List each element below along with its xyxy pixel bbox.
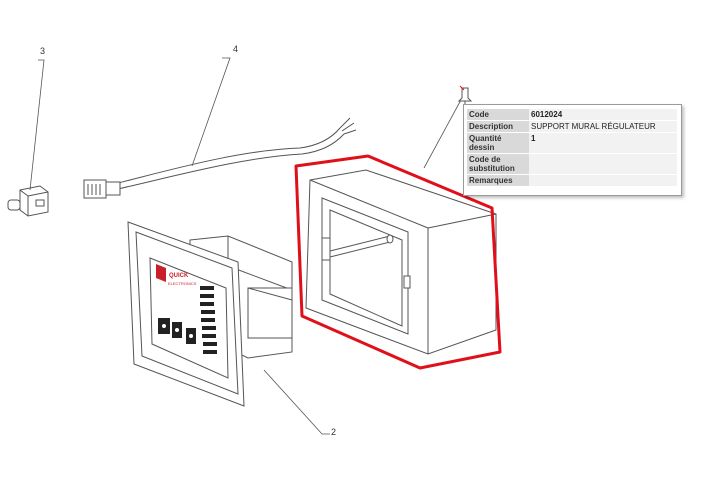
info-row-description: Description SUPPORT MURAL RÉGULATEUR xyxy=(467,120,677,133)
info-value xyxy=(529,174,677,186)
part-3-connector[interactable] xyxy=(7,185,49,217)
info-value: 6012024 xyxy=(529,108,677,121)
part-info-tooltip: Code 6012024 Description SUPPORT MURAL R… xyxy=(463,104,682,196)
device-brand-line1: QUICK xyxy=(169,273,189,279)
callout-label-3: 3 xyxy=(40,46,46,56)
info-value xyxy=(529,153,677,175)
info-row-substitution-code: Code de substitution xyxy=(467,153,677,175)
info-key: Code xyxy=(467,108,529,121)
info-row-quantity: Quantité dessin 1 xyxy=(467,132,677,154)
device-brand-line2: ELECTRONICS xyxy=(168,281,197,286)
part-info-table: Code 6012024 Description SUPPORT MURAL R… xyxy=(467,108,677,186)
info-key: Code de substitution xyxy=(467,153,529,175)
callout-leader-lines xyxy=(29,57,463,435)
pushpin-icon[interactable] xyxy=(456,84,476,106)
info-key: Quantité dessin xyxy=(467,132,529,154)
info-row-remarks: Remarques xyxy=(467,174,677,186)
info-value: 1 xyxy=(529,132,677,154)
callout-label-4: 4 xyxy=(233,44,239,54)
callout-label-2: 2 xyxy=(331,427,337,437)
part-2-regulator[interactable] xyxy=(127,221,293,407)
info-key: Description xyxy=(467,120,529,133)
wall-support-bracket[interactable] xyxy=(305,169,497,355)
info-row-code: Code 6012024 xyxy=(467,108,677,121)
info-key: Remarques xyxy=(467,174,529,186)
info-value: SUPPORT MURAL RÉGULATEUR xyxy=(529,120,677,133)
selection-highlight-outline xyxy=(294,154,502,370)
part-4-cable[interactable] xyxy=(83,117,357,199)
